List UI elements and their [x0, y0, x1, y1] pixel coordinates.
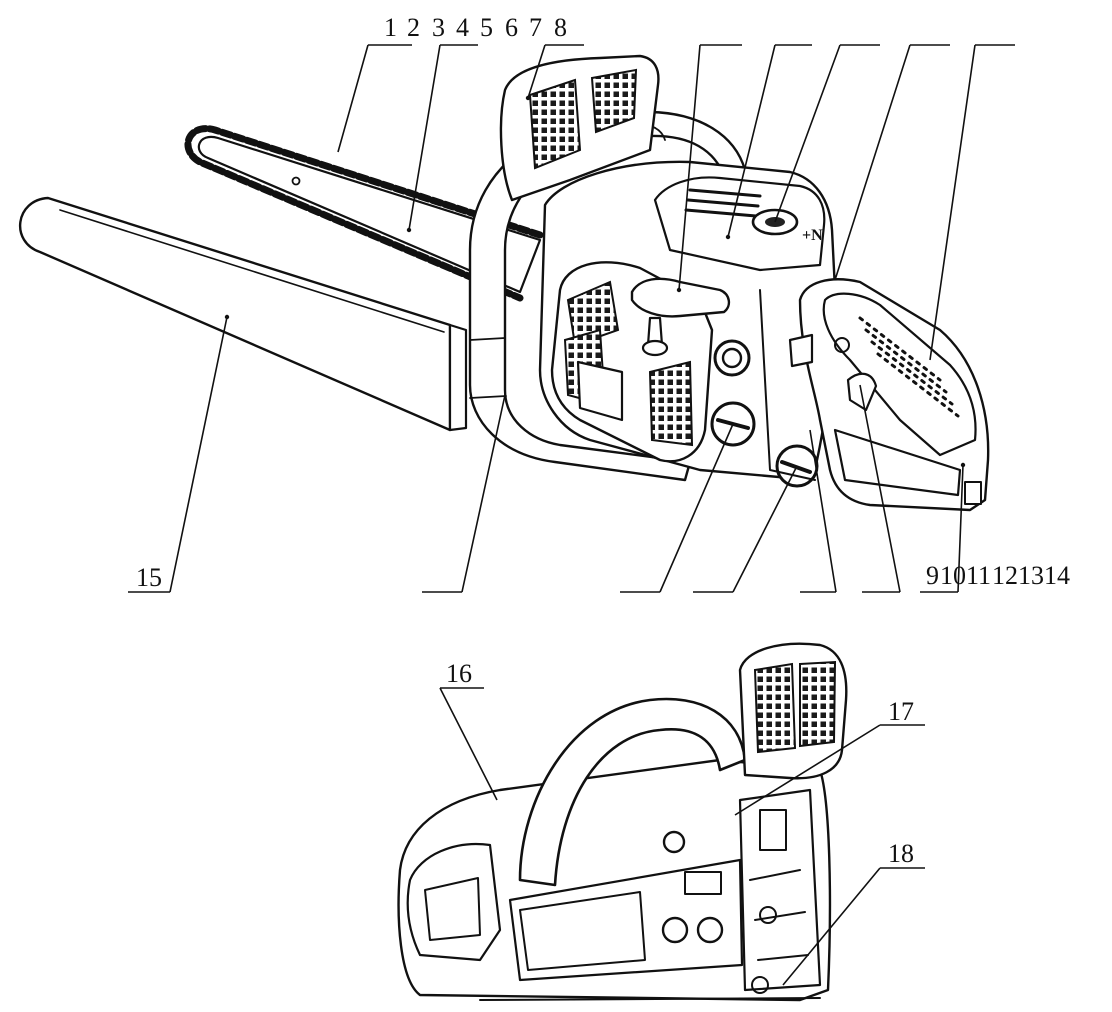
label-6: 6	[505, 13, 518, 42]
label-3: 3	[432, 13, 445, 42]
guide-bar	[184, 125, 544, 302]
label-1: 1	[384, 13, 397, 42]
label-16: 16	[446, 659, 472, 688]
label-9: 9	[926, 561, 939, 590]
label-2: 2	[407, 13, 420, 42]
chain-brake-guard	[499, 54, 660, 202]
label-18: 18	[888, 839, 914, 868]
label-5: 5	[480, 13, 493, 42]
starter-handle	[630, 277, 731, 357]
label-7: 7	[529, 13, 542, 42]
label-13: 13	[1018, 561, 1044, 590]
label-12: 12	[992, 561, 1018, 590]
label-8: 8	[554, 13, 567, 42]
label-10: 10	[940, 561, 966, 590]
callout-labels: 1 2 3 4 5 6 7 8 9 10 11 12 13 14 15 16 1…	[136, 13, 1070, 868]
label-15: 15	[136, 563, 162, 592]
rear-handle	[788, 278, 990, 512]
label-17: 17	[888, 697, 914, 726]
label-4: 4	[456, 13, 469, 42]
starter-cover	[550, 261, 714, 463]
label-11: 11	[966, 561, 991, 590]
bar-cover	[18, 196, 468, 432]
chainsaw-main-view: +N	[18, 44, 1015, 593]
svg-text:+N: +N	[802, 227, 823, 244]
leader-lines-top	[128, 44, 1015, 593]
chainsaw-rear-view	[397, 642, 925, 1002]
label-14: 14	[1044, 561, 1070, 590]
